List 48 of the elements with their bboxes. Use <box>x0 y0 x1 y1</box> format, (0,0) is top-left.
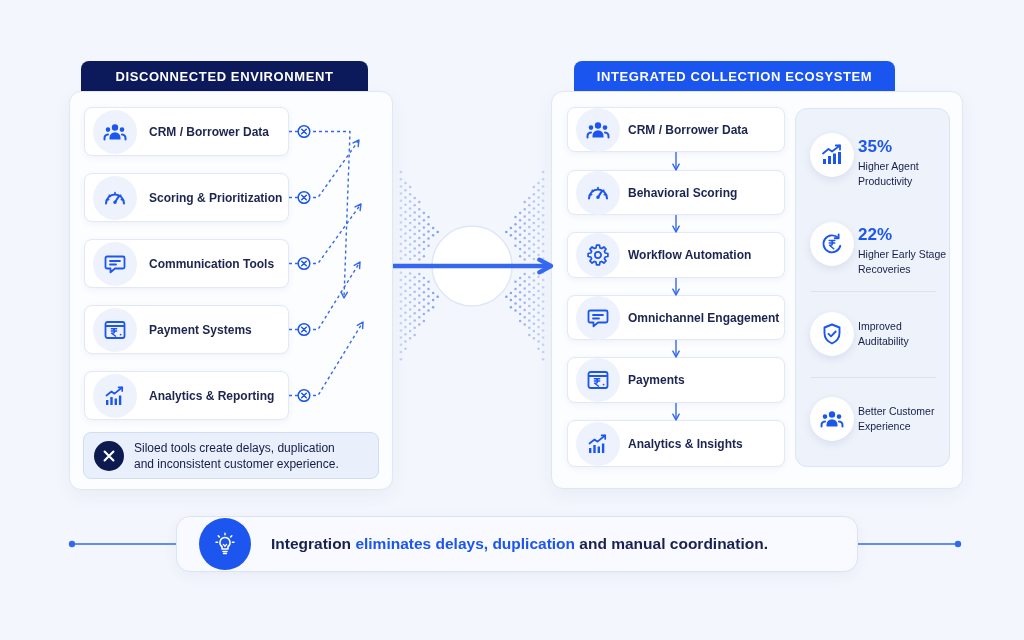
dashed-arrow <box>288 261 361 331</box>
module-label: CRM / Borrower Data <box>628 122 749 137</box>
module-label: Communication Tools <box>149 256 275 271</box>
module-label: Analytics & Insights <box>628 436 743 451</box>
module-label: CRM / Borrower Data <box>149 124 270 139</box>
panel-heading: INTEGRATED COLLECTION ECOSYSTEM <box>574 61 895 91</box>
module-card <box>84 239 289 288</box>
arrow <box>672 402 680 421</box>
module-card <box>84 371 289 420</box>
arrow <box>672 277 680 296</box>
module-label: Omnichannel Engagement <box>628 310 780 325</box>
module-card <box>84 305 289 354</box>
panel-heading: DISCONNECTED ENVIRONMENT <box>81 61 368 91</box>
module-card <box>567 232 785 278</box>
module-card <box>84 107 289 156</box>
metric-label: Improved Auditability <box>858 319 910 349</box>
module-label: Payment Systems <box>149 322 252 337</box>
module-card <box>567 170 785 215</box>
note-text: Siloed tools create delays, duplication and inconsistent customer experience. <box>134 439 340 472</box>
banner-text: Integration eliminates delays, duplication and manual coordination. <box>271 535 768 553</box>
thick-arrow <box>393 257 554 275</box>
arrow <box>672 214 680 233</box>
dot-ended-line <box>857 540 962 548</box>
dashed-arrow <box>288 139 360 199</box>
arrow <box>672 151 680 171</box>
metric-label: Higher Early Stage Recoveries <box>858 247 948 277</box>
dashed-arrow <box>288 203 362 265</box>
metric-label: Higher Agent Productivity <box>858 159 920 189</box>
summary-banner <box>176 516 858 572</box>
module-label: Workflow Automation <box>628 248 752 262</box>
metric-value: 35% <box>858 137 893 157</box>
module-card <box>567 420 785 467</box>
module-label: Payments <box>628 373 685 387</box>
dashed-arrow <box>288 321 364 397</box>
module-label: Behavioral Scoring <box>628 185 738 200</box>
module-card <box>567 357 785 403</box>
module-card <box>567 107 785 152</box>
metric-value: 22% <box>858 225 893 245</box>
module-label: Scoring & Prioritization <box>149 190 283 205</box>
arrow <box>672 339 680 358</box>
dot-ended-line <box>68 540 177 548</box>
metric-label: Better Customer Experience <box>858 404 936 434</box>
dashed-arrow <box>288 130 351 299</box>
warning-note <box>83 432 379 479</box>
module-label: Analytics & Reporting <box>149 388 275 403</box>
metrics-panel <box>795 108 950 467</box>
module-card <box>567 295 785 340</box>
module-card <box>84 173 289 222</box>
